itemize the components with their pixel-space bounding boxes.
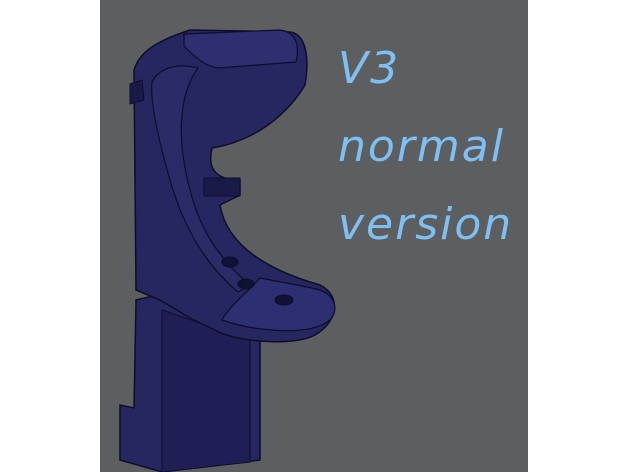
bracket-left-clip [129, 79, 145, 105]
screw-hole-1 [221, 256, 239, 268]
annotation-line-normal: normal [338, 121, 505, 172]
annotation-line-version-word: version [338, 199, 514, 250]
screw-hole-3 [274, 294, 294, 306]
cad-render-viewport: V3 normal version [100, 0, 528, 472]
bracket-top-cap [183, 29, 299, 69]
screw-hole-2 [237, 278, 255, 290]
bracket-model [119, 29, 336, 472]
bracket-notch [203, 177, 241, 197]
handwritten-annotation: V3 normal version [338, 30, 518, 264]
annotation-line-version: V3 [338, 43, 401, 94]
